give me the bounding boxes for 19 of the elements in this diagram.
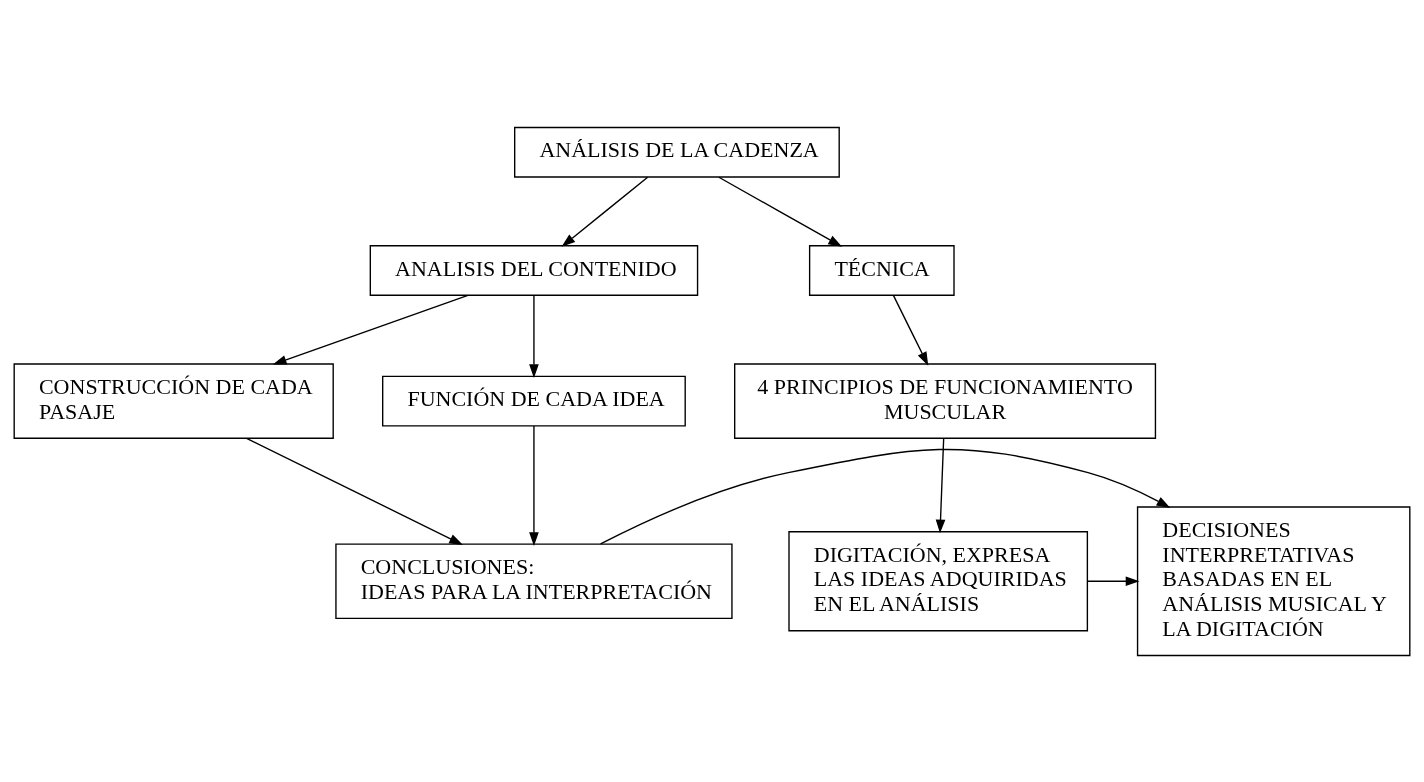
arrow (245, 437, 463, 545)
node-box: CONSTRUCCIÓN DE CADA PASAJE (13, 362, 334, 439)
arrow (561, 176, 649, 247)
arrow (529, 294, 539, 378)
node-box: CONCLUSIONES: IDEAS PARA LA INTERPRETACIÓN (335, 542, 733, 619)
node-box: ANALISIS DEL CONTENIDO (369, 244, 699, 296)
arrow (272, 294, 469, 365)
arrow (718, 176, 843, 247)
node-box: TÉCNICA (808, 244, 955, 296)
arrow (1086, 575, 1140, 586)
arrow (935, 437, 946, 533)
node-box: ANÁLISIS DE LA CADENZA (514, 126, 840, 178)
arrow (892, 294, 929, 366)
node-box: DECISIONES INTERPRETATIVAS BASADAS EN EL ANÁLISIS MUSICAL Y LA DIGITACIÓN (1136, 505, 1411, 656)
node-box: 4 PRINCIPIOS DE FUNCIONAMIENTO MUSCULAR (734, 362, 1157, 439)
arrow (599, 448, 1171, 545)
node-box: FUNCIÓN DE CADA IDEA (382, 375, 686, 427)
arrow (529, 424, 539, 546)
node-box: DIGITACIÓN, EXPRESA LAS IDEAS ADQUIRIDAS EN EL ANÁLISIS (788, 530, 1089, 631)
